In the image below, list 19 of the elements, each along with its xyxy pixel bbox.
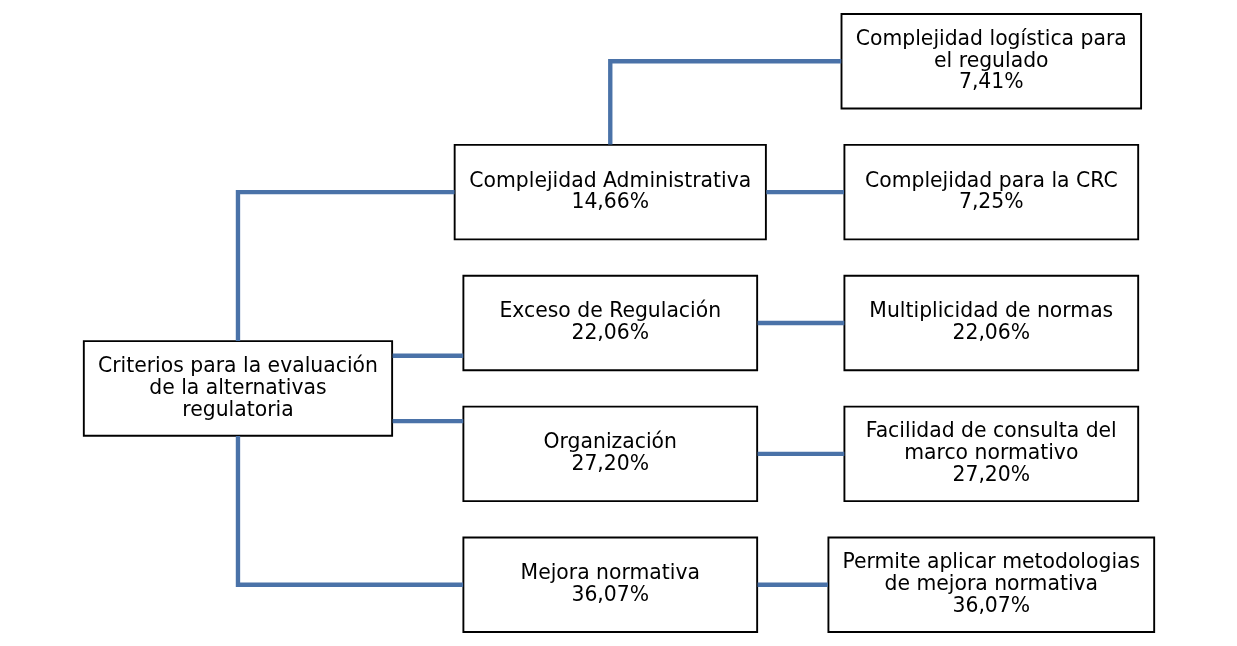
node-box: Complejidad para la CRC 7,25% bbox=[842, 143, 1139, 241]
node-box: Permite aplicar metodologias de mejora normativa 36,07% bbox=[826, 536, 1155, 633]
connector bbox=[757, 320, 844, 326]
connector bbox=[607, 59, 841, 145]
connector bbox=[392, 353, 463, 358]
node-box: Multiplicidad de normas 22,06% bbox=[842, 274, 1139, 372]
node-box: Complejidad Administrativa 14,66% bbox=[453, 143, 767, 241]
connector bbox=[235, 435, 463, 587]
node-box: Organización 27,20% bbox=[461, 405, 758, 503]
connector bbox=[765, 189, 844, 195]
connector bbox=[235, 189, 455, 341]
node-box: Criterios para la evaluación de la alternativas regulatoria bbox=[82, 340, 393, 437]
connector bbox=[757, 451, 844, 457]
node-box: Mejora normativa 36,07% bbox=[461, 536, 758, 633]
connector bbox=[392, 419, 463, 424]
node-box: Exceso de Regulación 22,06% bbox=[461, 274, 758, 372]
node-box: Facilidad de consulta del marco normativo 27,20% bbox=[842, 405, 1139, 503]
node-box: Complejidad logística para el regulado 7,41% bbox=[840, 13, 1142, 110]
connector bbox=[757, 582, 828, 587]
